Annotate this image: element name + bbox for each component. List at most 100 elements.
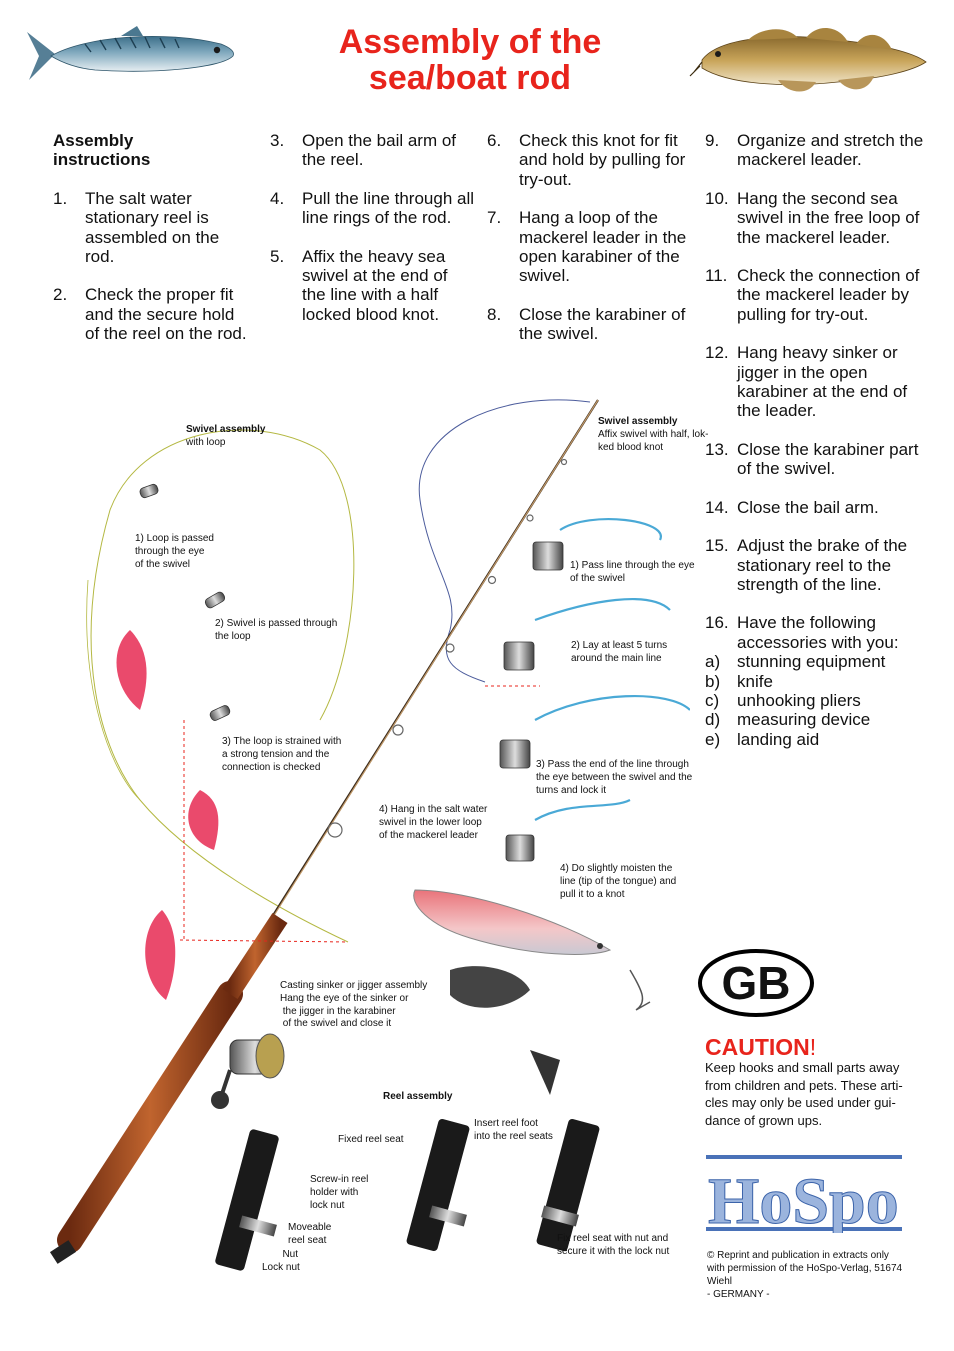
accessory-text: stunning equipment bbox=[737, 652, 886, 672]
step-text: Close the karabiner part of the swivel. bbox=[737, 439, 919, 479]
step-3: 3. Open the bail arm of the reel. bbox=[270, 131, 475, 170]
heading-line-1: Assembly bbox=[53, 131, 134, 150]
step-number: 15. bbox=[705, 536, 729, 556]
step-2: 2.Check the proper fit and the secure ho… bbox=[53, 285, 253, 343]
sinker bbox=[450, 966, 530, 1008]
step-number: 4. bbox=[270, 188, 285, 208]
feather-lures bbox=[116, 630, 219, 1000]
step-11: 11. Check the connection of the mackerel … bbox=[705, 266, 930, 324]
instructions-heading: Assembly instructions bbox=[53, 131, 253, 170]
cod-illustration bbox=[689, 27, 927, 92]
step-text: Organize and stretch the mackerel leader… bbox=[737, 131, 924, 170]
spoon-lure bbox=[413, 889, 651, 1011]
fixed-seat-label: Fixed reel seat bbox=[338, 1134, 404, 1145]
step-8: 8. Close the karabiner of the swivel. bbox=[487, 305, 692, 344]
knot-step-4-label: 4) Do slightly moisten the line (tip of … bbox=[560, 863, 677, 900]
loop-step-1-label: 1) Loop is passed through the eye of the… bbox=[135, 533, 214, 570]
title-line-2: sea/boat rod bbox=[368, 59, 572, 97]
step-number: 12. bbox=[705, 343, 729, 363]
step-15: 15. Adjust the brake of the stationary re… bbox=[705, 536, 930, 594]
step-text: Check the connection of the mackerel lea… bbox=[737, 266, 920, 324]
hospo-logo-text: HoSpo bbox=[708, 1165, 899, 1233]
accessory-item: b) knife bbox=[705, 672, 930, 691]
step-text: Hang a loop of the mackerel leader in th… bbox=[519, 208, 687, 286]
rod-rings bbox=[327, 458, 568, 838]
step-number: 14. bbox=[705, 497, 729, 517]
step-6: 6.Check this knot for fit and hold by pu… bbox=[487, 131, 692, 189]
step-1: 1. The salt water stationary reel is asse… bbox=[53, 189, 253, 267]
accessory-text: knife bbox=[737, 671, 773, 691]
loop-step-3-label: 3) The loop is strained with a strong te… bbox=[222, 736, 342, 773]
fix-seat-label: Fix reel seat with nut and secure it wit… bbox=[557, 1233, 670, 1257]
step-number: 11. bbox=[705, 266, 728, 286]
accessory-text: landing aid bbox=[737, 729, 820, 749]
spinning-reel bbox=[211, 1033, 285, 1109]
accessory-item: c) unhooking pliers bbox=[705, 691, 930, 710]
accessory-item: a) stunning equipment bbox=[705, 652, 930, 671]
step-4: 4. Pull the line through all line rings o… bbox=[270, 189, 475, 228]
mackerel-illustration bbox=[27, 26, 234, 80]
accessory-text: unhooking pliers bbox=[737, 690, 861, 710]
step-16: 16.Have the following accessories with y… bbox=[705, 613, 930, 652]
accessory-letter: c) bbox=[705, 690, 720, 710]
step-text: The salt water stationary reel is assemb… bbox=[85, 188, 220, 267]
step-number: 3. bbox=[270, 131, 285, 150]
step-number: 5. bbox=[270, 246, 285, 266]
instructions-column-2: 3. Open the bail arm of the reel. 4. Pull … bbox=[270, 131, 475, 343]
step-text: Check this knot for fit and hold by pull… bbox=[519, 131, 686, 189]
reel-seat-illustrations bbox=[215, 1118, 600, 1271]
step-number: 1. bbox=[53, 188, 68, 208]
swivel-knot-title: Swivel assembly bbox=[598, 416, 678, 427]
step-text: Affix the heavy sea swivel at the end of… bbox=[302, 246, 448, 324]
step-text: Hang the second sea swivel in the free l… bbox=[737, 188, 920, 247]
main-fishing-line bbox=[418, 399, 591, 683]
accessory-letter: e) bbox=[705, 729, 721, 749]
hang-leader-label: 4) Hang in the salt water swivel in the … bbox=[379, 804, 488, 841]
step-10: 10. Hang the second sea swivel in the fre… bbox=[705, 189, 930, 247]
mackerel-leader-line bbox=[90, 429, 355, 943]
caution-mark: ! bbox=[809, 1034, 817, 1060]
step-number: 9. bbox=[705, 131, 720, 150]
reel-assembly-title-text: Reel assembly bbox=[383, 1091, 453, 1102]
instructions-column-4: 9. Organize and stretch the mackerel lead… bbox=[705, 131, 930, 749]
reprint-notice: © Reprint and publication in extracts on… bbox=[707, 1250, 903, 1300]
loop-step-2-label: 2) Swivel is passed through the loop bbox=[215, 618, 338, 642]
caution-heading-text: CAUTION bbox=[705, 1034, 810, 1060]
insert-foot-label: Insert reel foot into the reel seats bbox=[474, 1118, 553, 1142]
title-line-1: Assembly of the bbox=[338, 23, 602, 61]
hospo-logo: HoSpo bbox=[706, 1155, 902, 1233]
moveable-seat-label: Moveable reel seat bbox=[288, 1222, 332, 1246]
gb-badge-text: GB bbox=[721, 957, 791, 1009]
instructions-column-3: 6.Check this knot for fit and hold by pu… bbox=[487, 131, 692, 363]
swivel-knot-label: Swivel assembly Affix swivel with half, … bbox=[598, 416, 708, 454]
accessory-letter: a) bbox=[705, 652, 721, 672]
heading-line-2: instructions bbox=[53, 150, 151, 170]
gb-country-badge bbox=[698, 949, 814, 1017]
knot-step-2-label: 2) Lay at least 5 turns around the main … bbox=[571, 640, 668, 664]
instructions-column-1: Assembly instructions 1. The salt water s… bbox=[53, 131, 253, 363]
knot-step-3-label: 3) Pass the end of the line through the … bbox=[536, 759, 693, 796]
step-text: Open the bail arm of the reel. bbox=[302, 131, 457, 170]
step-text: Adjust the brake of the stationary reel … bbox=[737, 536, 908, 594]
caution-text: Keep hooks and small parts away from chi… bbox=[705, 1060, 903, 1128]
accessories-list: a) stunning equipment b) knife c) unhooking… bbox=[705, 652, 930, 749]
swivel-loop-label: Swivel assembly with loop bbox=[186, 424, 266, 450]
accessory-item: d)measuring device bbox=[705, 710, 930, 729]
step-text: Pull the line through all line rings of … bbox=[302, 188, 475, 228]
knot-step-1-label: 1) Pass line through the eye of the swiv… bbox=[570, 560, 695, 584]
step-9: 9. Organize and stretch the mackerel lead… bbox=[705, 131, 930, 170]
step-number: 7. bbox=[487, 208, 502, 228]
rod-assembly-diagram bbox=[49, 399, 690, 1271]
swivel-loop-illustrations bbox=[139, 483, 231, 721]
step-number: 16. bbox=[705, 613, 729, 633]
step-number: 8. bbox=[487, 304, 502, 324]
step-7: 7. Hang a loop of the mackerel leader in … bbox=[487, 208, 692, 286]
step-number: 13. bbox=[705, 439, 729, 459]
step-text: Hang heavy sinker or jigger in the open … bbox=[737, 343, 908, 421]
reel-assembly-title: Reel assembly bbox=[383, 1091, 453, 1104]
step-number: 10. bbox=[705, 188, 729, 208]
step-number: 2. bbox=[53, 285, 68, 305]
step-text: Close the karabiner of the swivel. bbox=[519, 304, 686, 344]
step-12: 12. Hang heavy sinker or jigger in the op… bbox=[705, 343, 930, 421]
accessory-letter: b) bbox=[705, 671, 721, 691]
